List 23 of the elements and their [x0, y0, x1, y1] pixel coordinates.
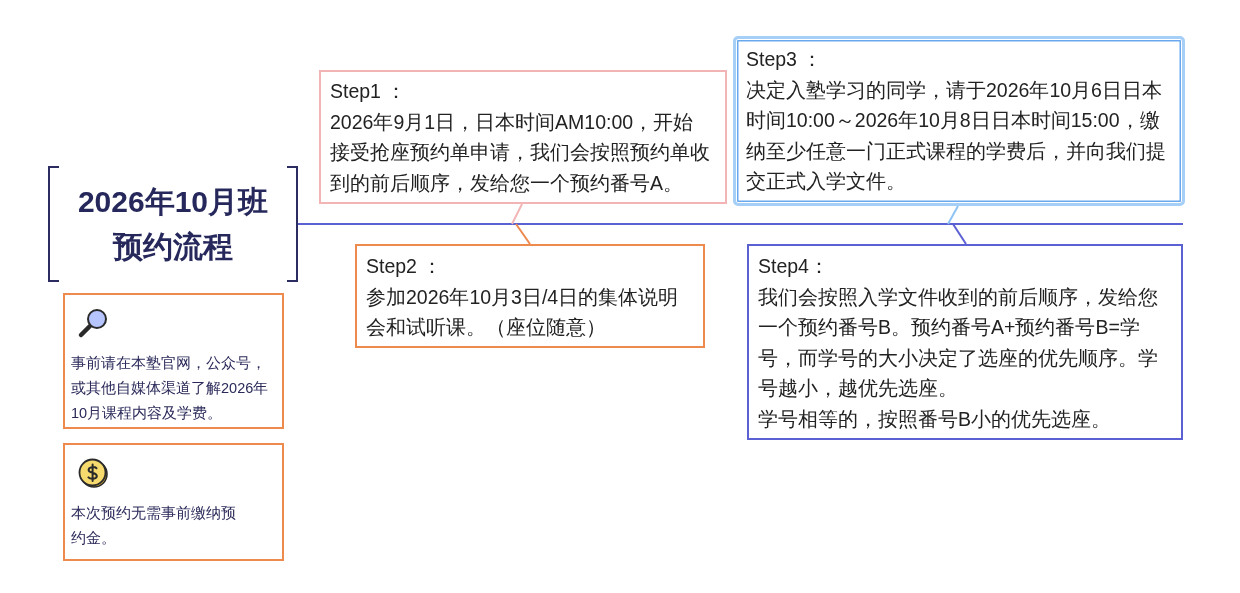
step-text: 学号相等的，按照番号B小的优先选座。 — [758, 406, 1112, 432]
step-box — [319, 70, 727, 204]
note-box — [63, 293, 284, 429]
timeline-line — [297, 223, 1184, 225]
topic-title: 2026年10月班预约流程 — [76, 184, 270, 265]
branch-line — [511, 203, 523, 225]
note-text: 事前请在本塾官网，公众号，或其他自媒体渠道了解2026年10月课程内容及学费。 — [71, 354, 270, 423]
step-text: 决定入塾学习的同学，请于2026年10月6日日本时间10:00～2026年10月8日日本时间15:00，缴纳至少任意一门正式课程的学费后，并向我们提交正式入学文件。 — [746, 77, 1167, 194]
step-box — [747, 244, 1183, 440]
note-text: 本次预约无需事前缴纳预约金。 — [71, 504, 237, 548]
step-heading: Step2 ： — [366, 254, 444, 279]
step-heading: Step1 ： — [330, 79, 408, 104]
step-text: 2026年9月1日，日本时间AM10:00，开始接受抢座预约单申请，我们会按照预约单收到的前后顺序，发给您一个预约番号A。 — [330, 109, 711, 196]
step-box — [733, 36, 1185, 206]
step-text: 参加2026年10月3日/4日的集体说明会和试听课。（座位随意） — [366, 284, 680, 340]
step-box — [355, 244, 705, 348]
step-text: 我们会按照入学文件收到的前后顺序，发给您一个预约番号B。预约番号A+预约番号B=学号，而学号的大小决定了选座的优先顺序。学号越小，越优先选座。 — [758, 284, 1159, 401]
note-box — [63, 443, 284, 561]
branch-line — [952, 223, 967, 245]
step-heading: Step3 ： — [746, 47, 824, 72]
step-heading: Step4： — [758, 254, 830, 279]
branch-line — [947, 205, 959, 225]
branch-line — [515, 223, 531, 245]
